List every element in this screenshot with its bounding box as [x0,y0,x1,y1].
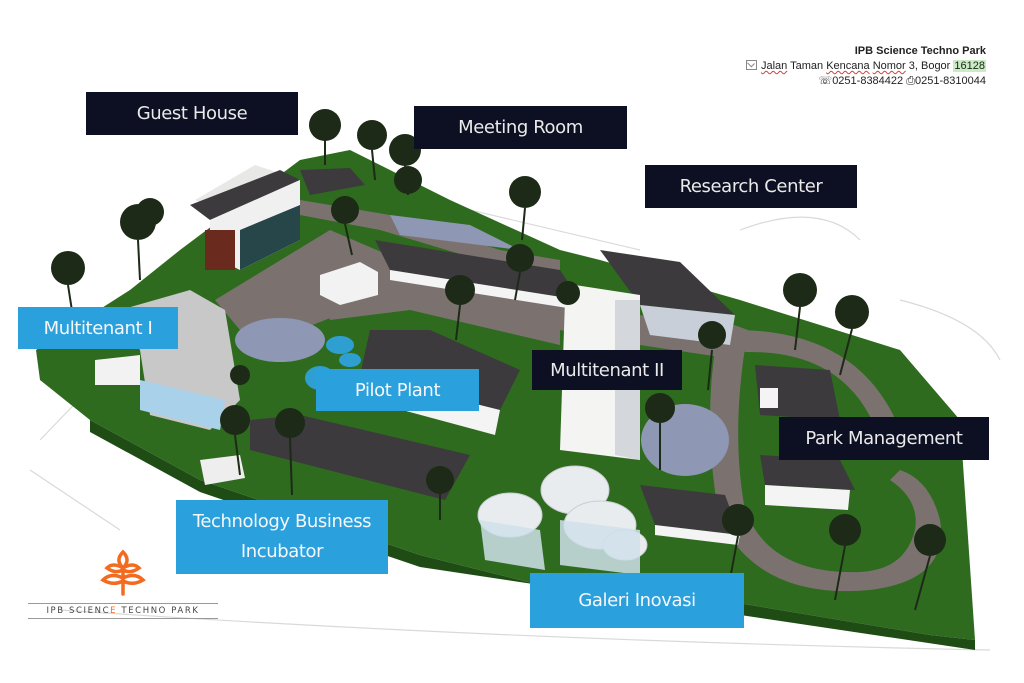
fax-number: 0251-8310044 [915,75,986,87]
header-phones: ☏0251-8384422 ⎙0251-8310044 [746,74,986,89]
logo-text: IPB SCIENCE TECHNO PARK [28,603,218,619]
plant-sprout-icon [100,549,146,596]
label-park-management: Park Management [779,417,989,460]
fax-icon: ⎙ [906,75,916,87]
zip-code: 16128 [953,60,986,72]
label-pilot-plant: Pilot Plant [316,369,479,411]
mail-icon [745,60,757,70]
label-research-center: Research Center [645,165,857,208]
phone-number: 0251-8384422 [832,75,904,87]
label-multitenant-1: Multitenant I [18,307,178,349]
label-multitenant-2: Multitenant II [532,350,682,390]
label-technology-business-incubator: Technology Business Incubator [176,500,388,574]
header-address: Jalan Taman Kencana Nomor 3, Bogor 16128 [745,59,986,74]
header-title: IPB Science Techno Park [854,45,986,57]
label-meeting-room: Meeting Room [414,106,627,149]
phone-icon: ☏ [818,75,833,87]
ipb-stp-logo: IPB SCIENCE TECHNO PARK [28,548,218,619]
label-galeri-inovasi: Galeri Inovasi [530,573,744,628]
contact-header: IPB Science Techno Park Jalan Taman Kenc… [745,44,986,89]
label-guest-house: Guest House [86,92,298,135]
trees [51,109,946,611]
